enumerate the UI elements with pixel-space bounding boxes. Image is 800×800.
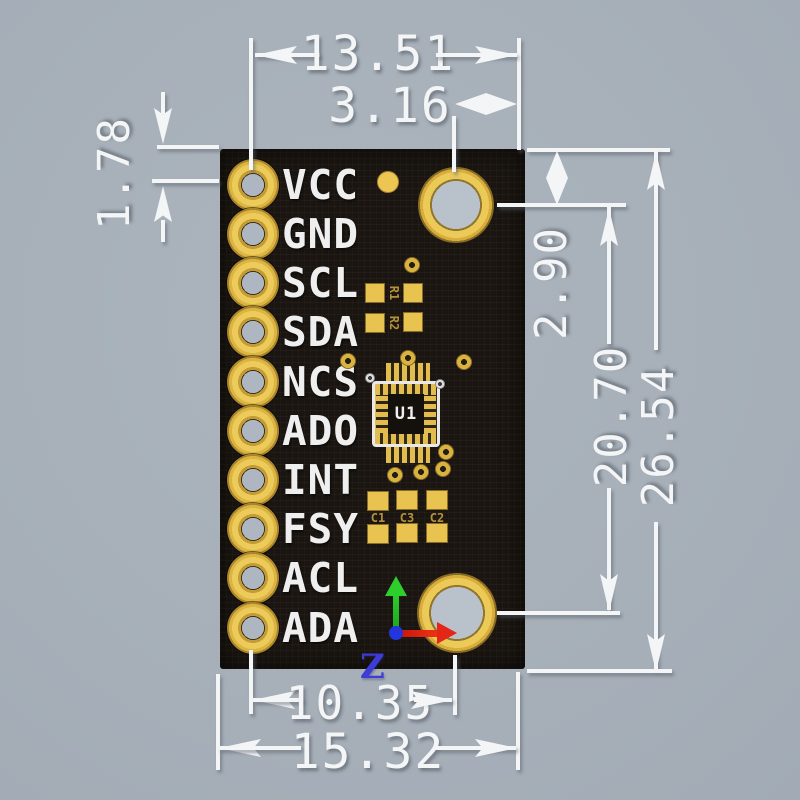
ref-line-hole-bottom-center: [497, 611, 620, 615]
r1-pad-right: [403, 283, 423, 303]
pad-fsy: [227, 503, 279, 555]
chip-pins-left: [376, 395, 389, 433]
dim-line-13-51-right: [436, 53, 517, 57]
via: [404, 257, 420, 273]
pin-label-fsy: FSY: [282, 505, 360, 553]
via: [400, 350, 416, 366]
pad-ada: [227, 602, 279, 654]
via: [438, 444, 454, 460]
c3-pad-top: [396, 490, 418, 510]
dim-line-26-54-bottom: [654, 522, 658, 670]
c1-label: C1: [370, 511, 386, 525]
c2-pad-bottom: [426, 523, 448, 543]
via: [456, 354, 472, 370]
dim-value-hole-spacing: 20.70: [586, 344, 637, 488]
gold-test-point: [377, 171, 399, 193]
ext-line-pad-column-top: [249, 38, 253, 170]
via-small: [435, 379, 445, 389]
chip-pins-top: [386, 363, 430, 381]
pin-label-vcc: VCC: [282, 161, 360, 209]
y-axis-arrow-icon: [385, 576, 407, 596]
chip-pins-bottom: [386, 447, 430, 463]
pad-sda: [227, 306, 279, 358]
x-axis-shaft: [399, 630, 439, 637]
r1-pad-left: [365, 283, 385, 303]
dim-line-26-54-top: [654, 150, 658, 350]
pad-acl: [227, 552, 279, 604]
c1-pad-bottom: [367, 524, 389, 544]
pin-label-gnd: GND: [282, 210, 360, 258]
dim-shaft-down: [161, 92, 165, 114]
dim-line-10-35-left: [253, 698, 303, 702]
ref-line-vcc-center: [152, 179, 219, 183]
pin-label-ada: ADA: [282, 604, 360, 652]
dim-diamond-arrow-vertical-icon: [546, 151, 568, 205]
pin-label-scl: SCL: [282, 259, 360, 307]
c2-pad-top: [426, 490, 448, 510]
pin-label-sda: SDA: [282, 308, 360, 356]
ext-line-hole-bottom: [453, 655, 457, 715]
c3-label: C3: [399, 511, 415, 525]
ref-line-board-top-right: [527, 148, 670, 152]
chip-pins-right: [423, 395, 436, 433]
dim-value-board-height: 26.54: [633, 364, 684, 508]
ext-line-pad-column-bottom: [249, 650, 253, 714]
ext-line-right-edge-bottom: [516, 672, 520, 770]
y-axis-shaft: [393, 592, 399, 633]
pin-label-int: INT: [282, 456, 360, 504]
dim-value-board-width: 15.32: [290, 724, 446, 780]
chip-u1: U1: [388, 394, 424, 434]
pad-gnd: [227, 208, 279, 260]
r2-pad-right: [403, 312, 423, 332]
pad-ncs: [227, 356, 279, 408]
dim-value-hole-to-edge: 3.16: [328, 78, 452, 134]
dim-value-pad-to-hole: 10.35: [285, 676, 435, 730]
pin-label-ado: ADO: [282, 407, 360, 455]
via: [435, 461, 451, 477]
pad-int: [227, 454, 279, 506]
ext-line-right-edge-top: [517, 38, 521, 150]
dim-line-15-32-right: [436, 746, 516, 750]
via: [340, 353, 356, 369]
via: [387, 467, 403, 483]
ext-line-hole-top: [452, 116, 456, 172]
r1-label: R1: [387, 285, 401, 301]
dim-value-edge-to-hole: 2.90: [526, 226, 577, 340]
via: [413, 464, 429, 480]
mounting-hole-top: [418, 167, 494, 243]
dim-line-15-32-left: [219, 746, 301, 750]
pin-label-acl: ACL: [282, 554, 360, 602]
ref-line-board-top-left: [157, 145, 219, 149]
pad-scl: [227, 257, 279, 309]
c2-label: C2: [429, 511, 445, 525]
r2-pad-left: [365, 313, 385, 333]
dim-diamond-arrow-icon: [455, 93, 517, 115]
via-small: [365, 373, 375, 383]
dim-arrow-up-icon: [154, 186, 172, 222]
c3-pad-bottom: [396, 523, 418, 543]
dim-line-20-70-bottom: [607, 488, 611, 610]
dim-line-20-70-top: [607, 206, 611, 344]
z-axis-label: Z: [360, 647, 385, 687]
ref-line-hole-top-center: [497, 203, 626, 207]
mounting-hole-bottom: [417, 573, 497, 653]
pcb-board: VCC GND SCL SDA NCS ADO INT FSY ACL ADA …: [220, 149, 525, 687]
ext-line-left-edge-bottom: [216, 674, 220, 770]
dim-value-top-width: 13.51: [300, 26, 456, 82]
dim-shaft-up: [161, 220, 165, 242]
dim-value-edge-to-pad: 1.78: [89, 116, 140, 230]
r2-label: R2: [387, 315, 401, 331]
pad-vcc: [227, 159, 279, 211]
pad-ado: [227, 405, 279, 457]
origin-dot-icon: [389, 626, 403, 640]
c1-pad-top: [367, 491, 389, 511]
ref-line-board-bottom-right: [527, 669, 672, 673]
